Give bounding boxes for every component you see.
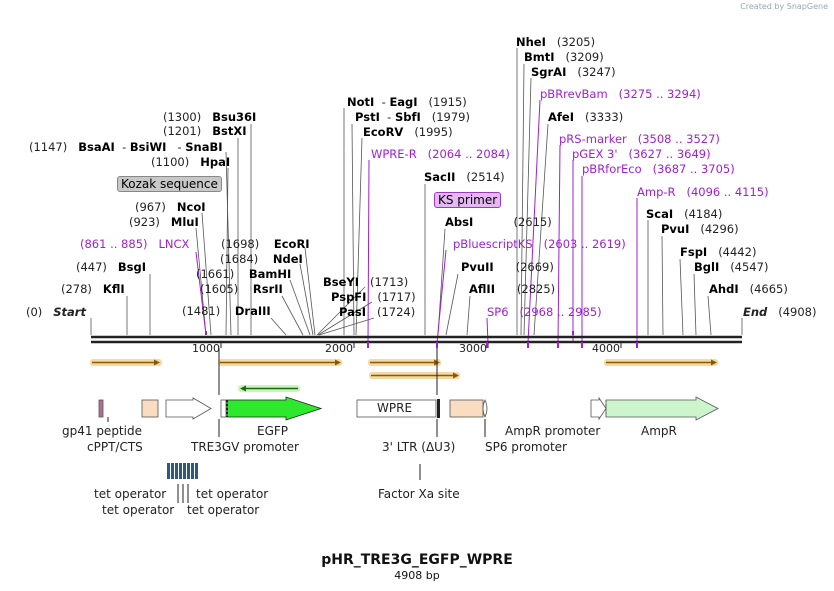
enzyme-aflii[interactable]: AflII (2825) [469, 282, 556, 296]
wpre-feature [356, 399, 437, 418]
plasmid-length: 4908 bp [394, 569, 440, 582]
primer-prs-marker[interactable]: pRS-marker (3508 .. 3527) [559, 132, 720, 146]
enzyme-psti-sbfi[interactable]: PstI - SbfI (1979) [355, 110, 470, 124]
factor-xa-label[interactable]: Factor Xa site [378, 487, 460, 501]
end-label: End (4908) [743, 305, 817, 319]
ks-primer-badge[interactable]: KS primer [434, 192, 502, 208]
egfp-feature [226, 396, 323, 421]
enzyme-bsu36i[interactable]: (1300) Bsu36I [163, 110, 257, 124]
enzyme-pasi[interactable]: PasI (1724) [339, 305, 416, 319]
enzyme-pvui[interactable]: PvuI (4296) [661, 222, 739, 236]
enzyme-bsgi[interactable]: (447) BsgI [76, 260, 147, 274]
primer-pbrrevbam[interactable]: pBRrevBam (3275 .. 3294) [540, 87, 701, 101]
ltr-feature [437, 399, 440, 418]
primer-sp6[interactable]: SP6 (2968 .. 2985) [487, 305, 602, 319]
enzyme-sacii[interactable]: SacII (2514) [424, 170, 505, 184]
tet-operator-block [167, 463, 198, 479]
enzyme-kfli[interactable]: (278) KflI [61, 282, 125, 296]
primer-marks [205, 331, 638, 348]
enzyme-afei[interactable]: AfeI (3333) [548, 110, 624, 124]
ltr-label[interactable]: 3' LTR (ΔU3) [382, 440, 456, 454]
primer-amp-r[interactable]: Amp-R (4096 .. 4115) [637, 185, 769, 199]
gp41-label[interactable]: gp41 peptide [62, 424, 142, 438]
kozak-sequence-badge[interactable]: Kozak sequence [117, 176, 222, 192]
egfp-label[interactable]: EGFP [257, 424, 289, 438]
enzyme-sgrai[interactable]: SgrAI (3247) [531, 65, 616, 79]
enzyme-bgli[interactable]: BglI (4547) [694, 260, 769, 274]
feature-markers [218, 348, 438, 395]
tick-4000: 4000 [592, 342, 620, 355]
primer-pgex3[interactable]: pGEX 3' (3627 .. 3649) [572, 147, 711, 161]
tet-operator-label-2[interactable]: tet operator [196, 487, 269, 501]
enzyme-ecori[interactable]: (1698) EcoRI [221, 237, 310, 251]
enzyme-bstxi[interactable]: (1201) BstXI [163, 124, 247, 138]
enzyme-rsrii[interactable]: (1605) RsrII [200, 282, 283, 296]
enzyme-bmti[interactable]: BmtI (3209) [524, 50, 604, 64]
start-pos: (0) [26, 305, 43, 319]
enzyme-hpai[interactable]: (1100) HpaI [151, 155, 231, 169]
wpre-inner-label: WPRE [377, 401, 413, 415]
ampr-promoter-label[interactable]: AmpR promoter [505, 424, 601, 438]
primer-pbluescriptks[interactable]: pBluescriptKS (2603 .. 2619) [453, 237, 626, 251]
tet-operator-label-1[interactable]: tet operator [94, 487, 167, 501]
primer-wpre-r[interactable]: WPRE-R (2064 .. 2084) [371, 147, 510, 161]
backbone [91, 335, 742, 344]
enzyme-bamhi[interactable]: (1661) BamHI [196, 267, 292, 281]
gp41-feature [98, 399, 104, 418]
primer-leader-lines [195, 99, 638, 344]
sp6-feature [482, 399, 488, 418]
enzyme-draiii[interactable]: (1481) DraIII [182, 304, 271, 318]
ampr-label[interactable]: AmpR [641, 424, 677, 438]
tet-operator-label-4[interactable]: tet operator [187, 503, 260, 517]
end-text: End [743, 305, 768, 319]
tick-2000: 2000 [325, 342, 353, 355]
start-text: Start [53, 305, 86, 319]
tre3gv-label[interactable]: TRE3GV promoter [191, 440, 299, 454]
primer-lncx[interactable]: (861 .. 885) LNCX [80, 237, 190, 251]
tet-operator-label-3[interactable]: tet operator [102, 503, 175, 517]
enzyme-noti-eagi[interactable]: NotI - EagI (1915) [347, 95, 467, 109]
enzyme-ecorv[interactable]: EcoRV (1995) [363, 125, 453, 139]
enzyme-bsaai-group[interactable]: (1147) BsaAI - BsiWI - SnaBI [29, 140, 223, 154]
tre3gv-feature [165, 397, 212, 420]
enzyme-scai[interactable]: ScaI (4184) [646, 207, 723, 221]
cppt-label[interactable]: cPPT/CTS [87, 440, 143, 454]
ampr-promoter-feature [590, 396, 607, 421]
enzyme-absi[interactable]: AbsI (2615) [445, 215, 552, 229]
credit-text: Created by SnapGene [740, 2, 828, 11]
enzyme-ncoi[interactable]: (967) NcoI [135, 200, 206, 214]
enzyme-pvuii[interactable]: PvuII (2669) [461, 260, 554, 274]
sp6-promoter-label[interactable]: SP6 promoter [485, 440, 567, 454]
enzyme-mlui[interactable]: (923) MluI [129, 215, 199, 229]
feature-label-connectors [107, 417, 486, 437]
enzyme-nhei[interactable]: NheI (3205) [516, 35, 596, 49]
tick-3000: 3000 [459, 342, 487, 355]
cppt-feature [141, 399, 159, 418]
enzyme-bseyi[interactable]: BseYI (1713) [323, 275, 409, 289]
enzyme-ndei[interactable]: (1684) NdeI [220, 252, 303, 266]
plasmid-title: pHR_TRE3G_EGFP_WPRE [321, 552, 513, 568]
enzyme-fspi[interactable]: FspI (4442) [680, 245, 757, 259]
features-row [98, 396, 719, 421]
primer-pbrforeco[interactable]: pBRforEco (3687 .. 3705) [582, 162, 735, 176]
primer-arrows [90, 359, 718, 392]
ampr-feature [605, 396, 719, 421]
enzyme-pspfi[interactable]: PspFI (1717) [331, 290, 416, 304]
enzyme-ahdi[interactable]: AhdI (4665) [709, 282, 788, 296]
end-pos: (4908) [778, 305, 817, 319]
start-label: (0) Start [26, 305, 86, 319]
tick-1000: 1000 [192, 342, 220, 355]
tet-connectors [177, 464, 421, 503]
